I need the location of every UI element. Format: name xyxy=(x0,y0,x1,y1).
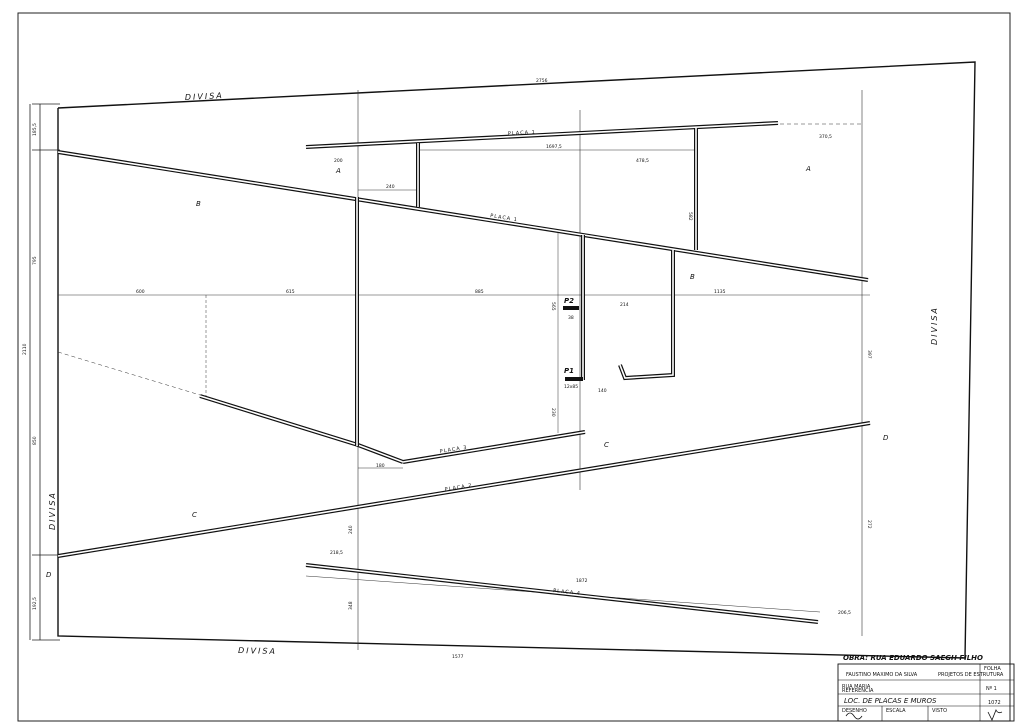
tb-role: PROJETOS DE ESTRUTURA xyxy=(938,672,1004,678)
zone-d-right: D xyxy=(883,434,889,442)
tb-escala: ESCALA xyxy=(886,708,906,714)
dim-v-272: 272 xyxy=(866,520,872,529)
dim-v-180: 180 xyxy=(376,463,385,469)
dim-horiz-615: 615 xyxy=(286,289,295,295)
placa1-top-label: PLACA 1 xyxy=(508,130,536,137)
divisa-label-bottom: DIVISA xyxy=(238,646,277,656)
placa4-wall xyxy=(305,563,819,624)
tb-obra: OBRA: RUA EDUARDO SAEGH FILHO xyxy=(843,654,983,662)
zone-c-left: C xyxy=(192,511,197,519)
placa3-wall xyxy=(199,394,586,464)
dim-top-right-offset: 370,5 xyxy=(819,134,832,140)
dim-horiz-885: 885 xyxy=(475,289,484,295)
zone-c-right: C xyxy=(604,441,609,449)
dim-v-397: 397 xyxy=(866,350,872,359)
pillar-p1-size: 12x85 xyxy=(564,384,578,390)
dim-left-total: 2110 xyxy=(22,343,28,355)
dim-small-a: 240 xyxy=(386,184,395,190)
zone-a-right: A xyxy=(805,165,811,173)
placa2-wall xyxy=(57,421,871,558)
dim-left-vert-top: 185,5 xyxy=(32,123,38,136)
placa1-mid-label: PLACA 1 xyxy=(490,213,519,223)
left-dimension-chain xyxy=(29,103,60,641)
pillar-p2 xyxy=(563,306,579,310)
pillar-p2-label: P2 xyxy=(564,297,574,305)
placa1-diagonal-wall xyxy=(57,150,869,282)
tb-desenho: DESENHO xyxy=(842,708,867,714)
tb-ref: REFERENCIA xyxy=(842,688,874,694)
tb-folha-value: Nº 1 xyxy=(986,686,997,692)
dim-v-218: 218,5 xyxy=(330,550,343,556)
placa3-label: PLACA 3 xyxy=(439,445,468,455)
dim-placa1-top-len: 1697,5 xyxy=(546,144,562,150)
zone-b-right: B xyxy=(690,273,695,281)
dim-left-vert-mid: 795 xyxy=(32,256,38,265)
tb-title: LOC. DE PLACAS E MUROS xyxy=(844,697,937,705)
dim-v-240: 240 xyxy=(348,525,354,534)
walls xyxy=(57,121,871,624)
divisa-label-top: DIVISA xyxy=(185,91,224,102)
initials-mark xyxy=(987,709,1003,721)
dim-v-582: 582 xyxy=(687,212,693,221)
dim-horiz-1135: 1135 xyxy=(714,289,726,295)
ref-line-dashed-left xyxy=(57,351,201,396)
hook-wall-673 xyxy=(618,250,675,381)
pillar-p1-label: P1 xyxy=(564,367,574,375)
tb-frame xyxy=(837,663,1015,722)
dim-v-38: 38 xyxy=(568,315,574,321)
tb-folha-label: FOLHA xyxy=(984,666,1001,672)
placa2-label: PLACA 2 xyxy=(444,483,473,493)
placa4-label: PLACA 4 xyxy=(553,588,581,597)
zone-d-left: D xyxy=(46,571,52,579)
placa1-top-wall xyxy=(305,121,779,149)
paper-border xyxy=(17,12,1011,722)
tb-year: 1072 xyxy=(988,700,1001,706)
dim-v-1872: 1872 xyxy=(576,578,588,584)
dim-left-offset: 200 xyxy=(334,158,343,164)
property-boundary xyxy=(57,61,976,659)
title-block: OBRA: RUA EDUARDO SAEGH FILHO FAUSTINO M… xyxy=(837,654,1015,722)
tb-engineer: FAUSTINO MAXIMO DA SILVA xyxy=(846,672,918,678)
dim-v-348: 348 xyxy=(348,601,354,610)
divisa-label-right: DIVISA xyxy=(930,306,939,345)
pillar-p1 xyxy=(565,377,583,381)
dim-v-140: 140 xyxy=(598,388,607,394)
dim-v-214: 214 xyxy=(620,302,629,308)
signature-mark xyxy=(845,712,863,720)
zone-a-left: A xyxy=(335,167,341,175)
dim-bottom-total: 1577 xyxy=(452,654,464,660)
divisa-label-left: DIVISA xyxy=(48,491,57,530)
dim-left-bottom: 192,5 xyxy=(32,597,38,610)
tb-visto: VISTO xyxy=(932,708,947,714)
dim-top-total: 2756 xyxy=(536,78,548,84)
dim-v-206: 206,5 xyxy=(838,610,851,616)
zone-b-left: B xyxy=(196,200,201,208)
dim-horiz-600: 600 xyxy=(136,289,145,295)
dim-left-low: 850 xyxy=(32,436,38,445)
dim-right-seg: 478,5 xyxy=(636,158,649,164)
dim-v-230: 230 xyxy=(550,408,556,417)
dim-v-565: 565 xyxy=(550,302,556,311)
tb-address: RUA MARIA xyxy=(842,684,871,690)
